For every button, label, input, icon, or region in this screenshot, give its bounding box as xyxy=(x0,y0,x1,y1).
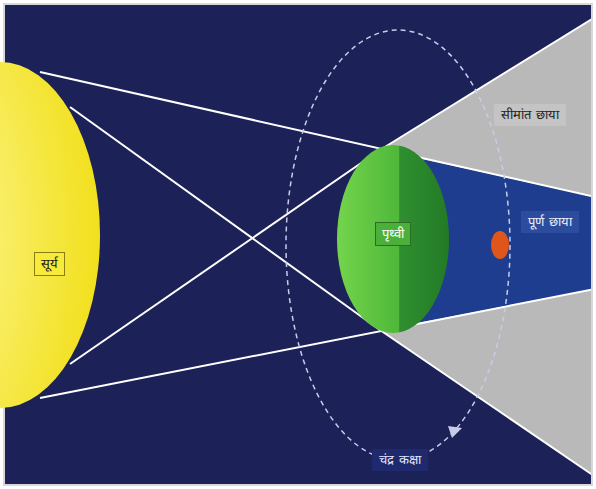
light-ray xyxy=(70,150,380,364)
orbit-arrow xyxy=(448,426,462,438)
moon xyxy=(491,231,509,259)
body-label: पृथ्वी xyxy=(375,222,411,246)
light-ray xyxy=(40,72,591,198)
sun-shape: सूर्य xyxy=(5,62,105,408)
light-ray xyxy=(70,107,380,330)
sun-shape xyxy=(5,62,105,408)
region-label: सीमांत छाया xyxy=(494,104,565,126)
earth-shape xyxy=(337,145,449,333)
earth-shape: पृथ्वी xyxy=(337,145,449,333)
light-ray xyxy=(40,288,591,398)
moon-orbit xyxy=(286,30,510,460)
sun-shape xyxy=(0,62,100,408)
body-label: सूर्य xyxy=(34,252,65,276)
light-ray xyxy=(380,14,591,150)
region-label: चंद्र कक्षा xyxy=(372,449,427,471)
region-label: पूर्ण छाया xyxy=(521,211,578,233)
